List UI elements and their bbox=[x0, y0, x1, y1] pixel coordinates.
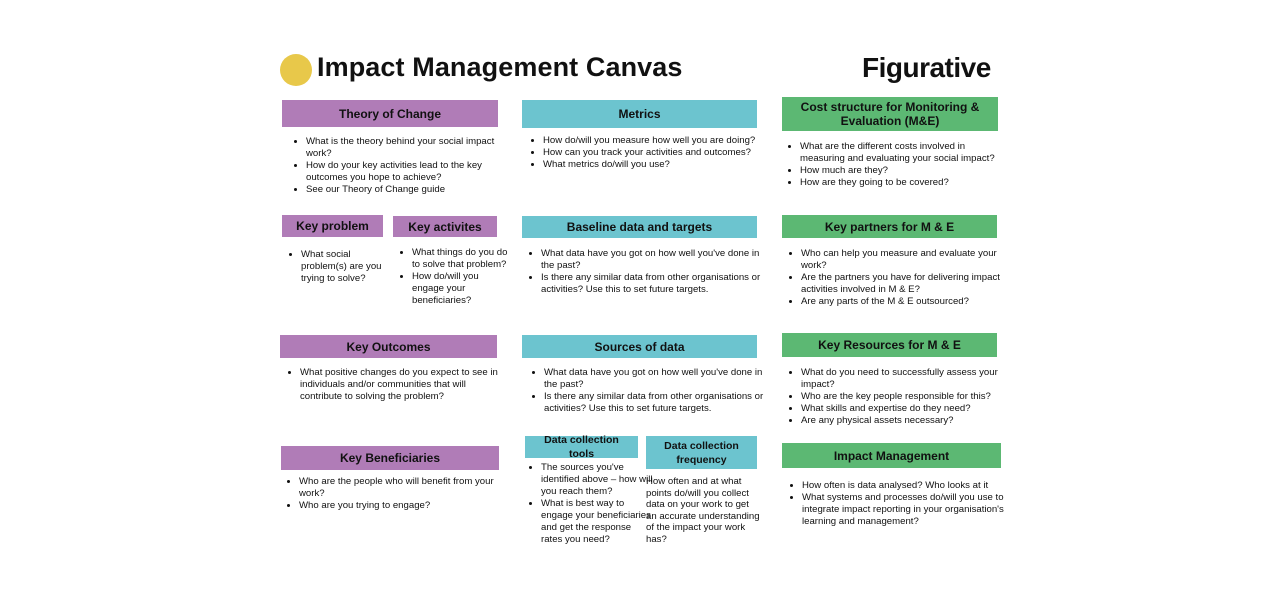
list-item: Is there any similar data from other org… bbox=[541, 272, 767, 296]
cost-structure-header: Cost structure for Monitoring & Evaluati… bbox=[782, 97, 998, 131]
list-item: What is the theory behind your social im… bbox=[306, 136, 502, 160]
list-item: How often is data analysed? Who looks at… bbox=[802, 480, 1018, 492]
list-item: Are the partners you have for delivering… bbox=[801, 272, 1013, 296]
figurative-logo: Figurative bbox=[862, 52, 991, 83]
list-item: How can you track your activities and ou… bbox=[543, 147, 765, 159]
key-partners-header: Key partners for M & E bbox=[782, 215, 997, 238]
list-item: What things do you do to solve that prob… bbox=[412, 247, 512, 271]
data-collection-frequency-text: How often and at what points do/will you… bbox=[646, 476, 760, 545]
key-problem-list: What social problem(s) are you trying to… bbox=[285, 249, 399, 285]
list-item: Is there any similar data from other org… bbox=[544, 391, 766, 415]
list-item: How do/will you engage your beneficiarie… bbox=[412, 271, 512, 307]
theory-of-change-list: What is the theory behind your social im… bbox=[290, 136, 502, 196]
yellow-dot-icon bbox=[280, 54, 312, 86]
list-item: What are the different costs involved in… bbox=[800, 141, 1012, 165]
cost-structure-list: What are the different costs involved in… bbox=[784, 141, 1012, 189]
impact-management-header: Impact Management bbox=[782, 443, 1001, 468]
baseline-list: What data have you got on how well you'v… bbox=[525, 248, 767, 296]
baseline-header: Baseline data and targets bbox=[522, 216, 757, 238]
key-partners-list: Who can help you measure and evaluate yo… bbox=[785, 248, 1013, 308]
key-outcomes-header: Key Outcomes bbox=[280, 335, 497, 358]
list-item: The sources you've identified above – ho… bbox=[541, 462, 653, 498]
list-item: How much are they? bbox=[800, 165, 1012, 177]
list-item: What metrics do/will you use? bbox=[543, 159, 765, 171]
page-title: Impact Management Canvas bbox=[317, 52, 683, 82]
key-problem-header: Key problem bbox=[282, 215, 383, 237]
list-item: What is best way to engage your benefici… bbox=[541, 498, 653, 546]
list-item: What social problem(s) are you trying to… bbox=[301, 249, 399, 285]
list-item: Are any parts of the M & E outsourced? bbox=[801, 296, 1013, 308]
list-item: Who are the people who will benefit from… bbox=[299, 476, 499, 500]
data-collection-tools-list: The sources you've identified above – ho… bbox=[525, 462, 653, 546]
list-item: Who are the key people responsible for t… bbox=[801, 391, 1013, 403]
key-activities-list: What things do you do to solve that prob… bbox=[396, 247, 512, 307]
data-collection-frequency-header: Data collection frequency bbox=[646, 436, 757, 469]
metrics-header: Metrics bbox=[522, 100, 757, 128]
list-item: What do you need to successfully assess … bbox=[801, 367, 1013, 391]
key-resources-header: Key Resources for M & E bbox=[782, 333, 997, 357]
list-item: See our Theory of Change guide bbox=[306, 184, 502, 196]
list-item: How do your key activities lead to the k… bbox=[306, 160, 502, 184]
sources-of-data-header: Sources of data bbox=[522, 335, 757, 358]
key-activities-header: Key activites bbox=[393, 216, 497, 237]
impact-management-list: How often is data analysed? Who looks at… bbox=[786, 480, 1018, 528]
list-item: What positive changes do you expect to s… bbox=[300, 367, 504, 403]
list-item: Are any physical assets necessary? bbox=[801, 415, 1013, 427]
key-resources-list: What do you need to successfully assess … bbox=[785, 367, 1013, 427]
metrics-list: How do/will you measure how well you are… bbox=[527, 135, 765, 171]
key-outcomes-list: What positive changes do you expect to s… bbox=[284, 367, 504, 403]
key-beneficiaries-list: Who are the people who will benefit from… bbox=[283, 476, 499, 512]
list-item: How do/will you measure how well you are… bbox=[543, 135, 765, 147]
list-item: What skills and expertise do they need? bbox=[801, 403, 1013, 415]
theory-of-change-header: Theory of Change bbox=[282, 100, 498, 127]
list-item: Who can help you measure and evaluate yo… bbox=[801, 248, 1013, 272]
sources-of-data-list: What data have you got on how well you'v… bbox=[528, 367, 766, 415]
key-beneficiaries-header: Key Beneficiaries bbox=[281, 446, 499, 470]
list-item: What data have you got on how well you'v… bbox=[541, 248, 767, 272]
list-item: Who are you trying to engage? bbox=[299, 500, 499, 512]
data-collection-tools-header: Data collection tools bbox=[525, 434, 638, 460]
list-item: What data have you got on how well you'v… bbox=[544, 367, 766, 391]
list-item: What systems and processes do/will you u… bbox=[802, 492, 1018, 528]
list-item: How are they going to be covered? bbox=[800, 177, 1012, 189]
